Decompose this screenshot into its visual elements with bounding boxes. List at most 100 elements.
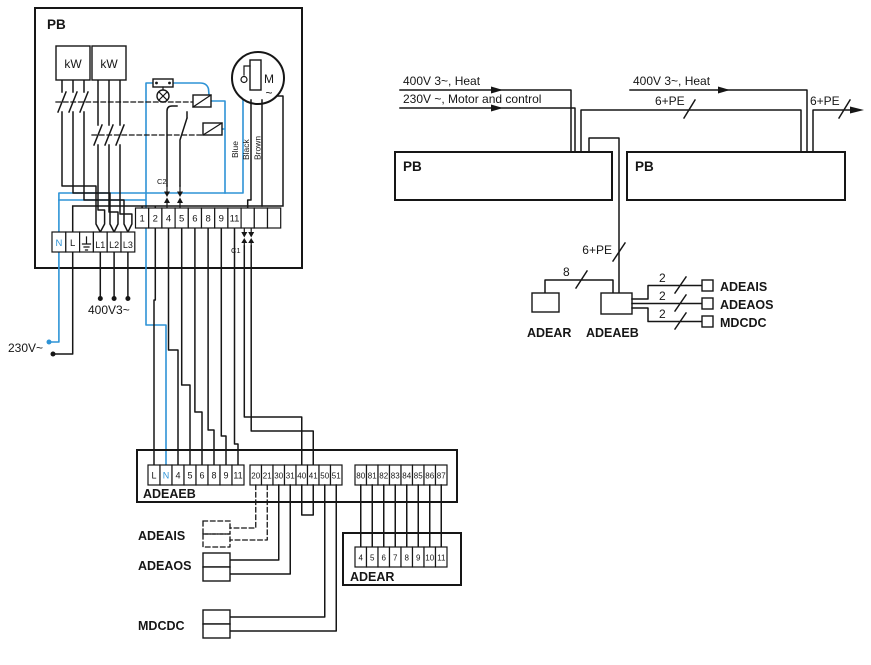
mdcdc-block	[701, 315, 714, 328]
adeais-accessory: ADEAIS	[138, 484, 268, 548]
feed-motor-wire	[399, 107, 576, 153]
adeaos-label: ADEAOS	[138, 559, 191, 573]
adeaeb-cell-label: 51	[332, 472, 341, 481]
adeaeb-cell-label: 6	[199, 471, 204, 481]
feed-heat-1-arrow	[491, 86, 503, 94]
motor-terminal-block	[249, 59, 262, 91]
adear-cell-label: 11	[437, 554, 446, 563]
adear-bus-slash	[574, 269, 589, 290]
adeais-box-bottom	[202, 533, 231, 548]
motor-circle	[231, 51, 285, 105]
adear-strip-label: ADEAR	[350, 570, 394, 584]
adeaeb-cell-label: 5	[187, 471, 192, 481]
pe-out-wire	[812, 109, 853, 153]
pe-link-wire	[580, 109, 802, 153]
pb-panel-title: PB	[47, 17, 66, 32]
heater-box-2-label: kW	[100, 57, 118, 71]
adeaeb-terminal-11	[231, 464, 245, 486]
adear-cell-label: 6	[382, 554, 387, 563]
mdcdc-accessory: MDCDC	[138, 484, 337, 639]
motor-letter: M	[264, 72, 274, 86]
adeaeb-cell-label: 84	[402, 472, 411, 481]
motor-thermal-bulb	[240, 75, 248, 84]
blue-control-riser	[58, 82, 167, 466]
mdcdc-label: MDCDC	[138, 619, 185, 633]
heater-box-2	[91, 45, 127, 81]
adeaeb-cell-label: 11	[233, 471, 242, 481]
terminal-l-label: L	[70, 238, 75, 249]
adeais-block-label: ADEAIS	[720, 280, 767, 294]
adeaeb-block-label: ADEAEB	[586, 326, 639, 340]
feed-heat-2-label: 400V 3~, Heat	[633, 74, 711, 88]
control-cell-label: 4	[166, 214, 171, 225]
adeais-box-top	[202, 520, 231, 535]
adear-cell-label: 10	[425, 554, 434, 563]
adeaeb-box	[136, 449, 458, 503]
adeaeb-block	[600, 292, 633, 315]
pe-out-slash	[837, 98, 852, 120]
adeaeb-cell-label: 80	[356, 472, 365, 481]
adear-box	[342, 532, 462, 586]
pe-down-slash	[611, 241, 627, 263]
control-terminal-blank-3	[266, 207, 282, 229]
block-diagram: 400V 3~, Heat 230V ~, Motor and control …	[394, 74, 864, 340]
feed-motor-arrow	[491, 104, 503, 112]
pe-down-label: 6+PE	[582, 243, 612, 257]
adeaeb-cell-label: N	[163, 471, 170, 481]
adeais-label: ADEAIS	[138, 529, 185, 543]
connector-c2-label: C2	[157, 177, 167, 186]
adeaeb-cell-label: 41	[309, 472, 318, 481]
adeais-bus-slash	[673, 275, 688, 295]
adeaeb-cell-label: L	[151, 471, 156, 481]
adear-cell-label: 4	[359, 554, 364, 563]
supply-node-black	[50, 351, 56, 357]
terminal-l3-label: L3	[123, 240, 133, 250]
supply-node-blue	[46, 339, 52, 345]
adeaeb-cell-label: 20	[251, 472, 260, 481]
heater-box-1	[55, 45, 91, 81]
terminal-l2-label: L2	[109, 240, 119, 250]
adear-bus-wire	[544, 279, 614, 294]
relay-coil-1-diagonal	[192, 94, 212, 108]
pb2-label: PB	[635, 159, 654, 174]
adear-block	[531, 292, 560, 313]
control-cell-label: 6	[192, 214, 197, 225]
adear-cell-label: 5	[370, 554, 375, 563]
adeaeb-cell-label: 82	[379, 472, 388, 481]
mdcdc-box-top	[202, 609, 231, 625]
adeaeb-cell-label: 83	[391, 472, 400, 481]
pe-out-arrow	[850, 106, 864, 114]
adear-strip: 4 5 6 7 8 9 10 11 ADEAR	[342, 532, 462, 586]
pe-link-label: 6+PE	[655, 94, 685, 108]
feed-motor-label: 230V ~, Motor and control	[403, 92, 541, 106]
adear-block-label: ADEAR	[527, 326, 571, 340]
power-terminal-strip: N L L1 L2 L3	[51, 231, 136, 253]
motor-wire-label-brown: Brown	[253, 136, 263, 160]
adeaeb-cell-label: 30	[274, 472, 283, 481]
control-cell-label: 2	[153, 214, 158, 225]
adeaos-bus-count: 2	[659, 289, 666, 303]
control-cell-label: 1	[139, 214, 144, 225]
adeaos-wires	[229, 484, 291, 575]
relay-coil-2-diagonal	[202, 122, 223, 136]
control-terminal-blank-2	[253, 207, 269, 229]
adeais-bus-count: 2	[659, 271, 666, 285]
phase-node-1	[97, 296, 103, 301]
adeais-bus-wire	[631, 284, 703, 300]
phase-node-3	[125, 296, 131, 301]
pe-link-slash	[682, 98, 697, 120]
control-cell-label: 11	[230, 214, 240, 225]
adear-cell-label: 7	[393, 554, 398, 563]
adeaeb-cell-label: 86	[425, 472, 434, 481]
adeaeb-cell-label: 81	[368, 472, 377, 481]
adear-cell-label: 8	[405, 554, 410, 563]
adeaeb-cell-label: 87	[437, 472, 446, 481]
pb-panel-detail: M ~ Blue Black Brown C2 C1	[34, 7, 314, 466]
motor-wire-label-blue: Blue	[230, 141, 240, 158]
terminal-n-label: N	[55, 238, 62, 249]
adeaos-block-label: ADEAOS	[720, 298, 773, 312]
adeaeb-strip: L N 4 5 6 8 9 11 20 21 30 31 40 41 50 51…	[136, 449, 458, 503]
terminal-l3	[120, 231, 136, 253]
phase-node-2	[111, 296, 117, 301]
